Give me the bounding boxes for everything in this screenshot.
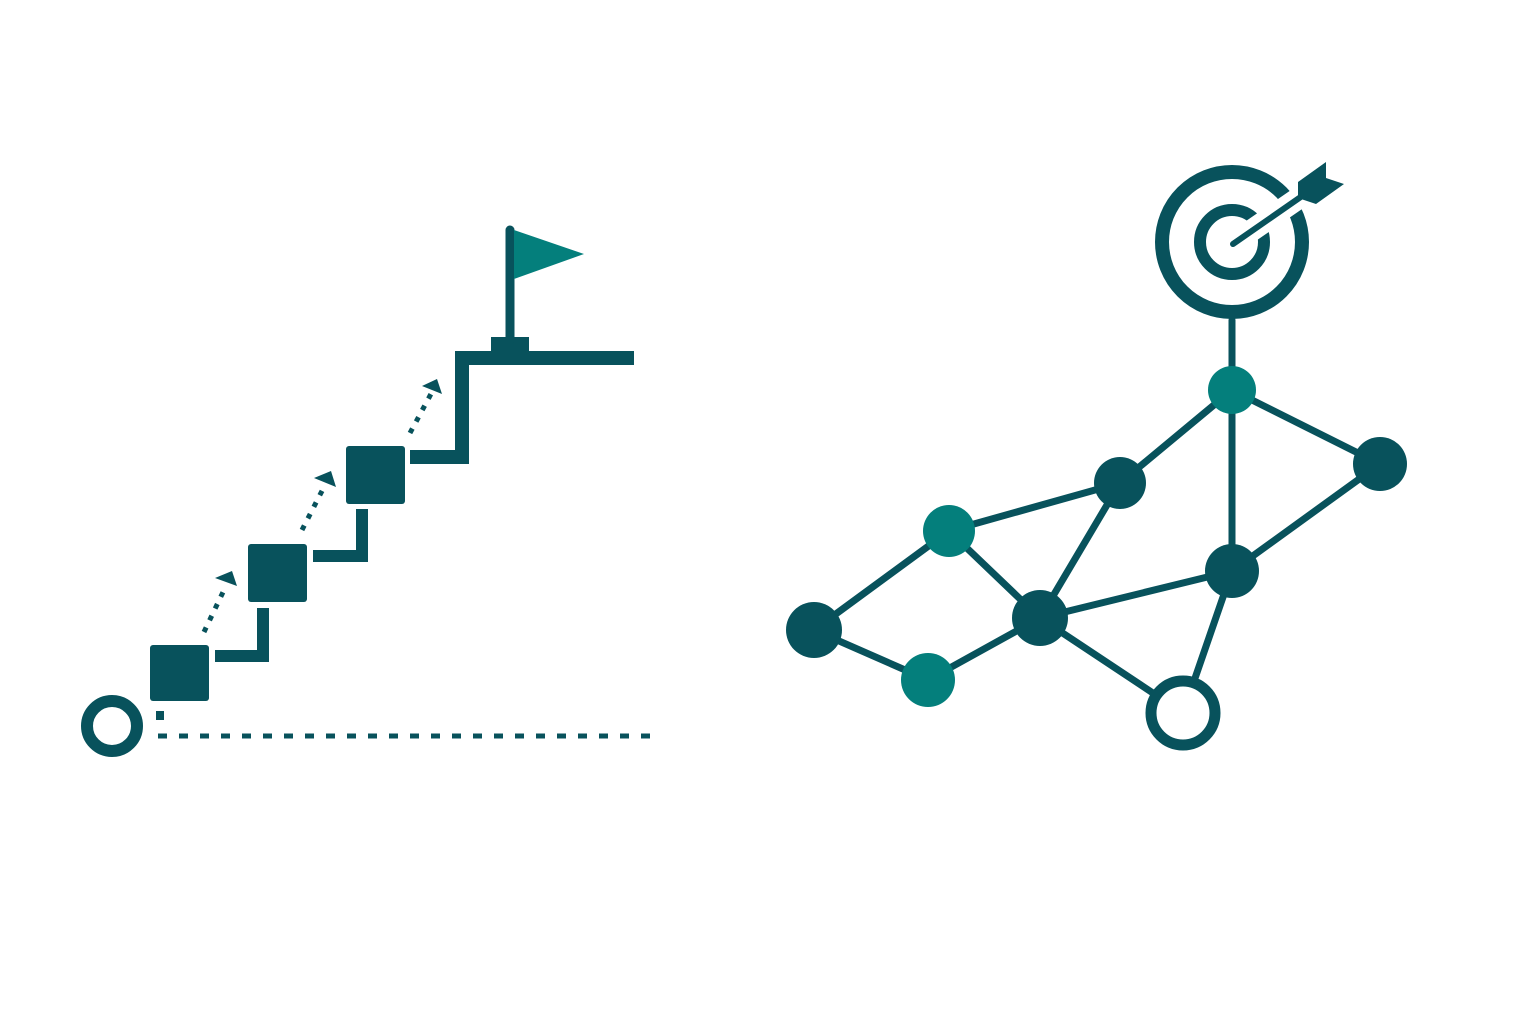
arrow-trail bbox=[201, 588, 227, 634]
arrow-head bbox=[314, 471, 336, 487]
progress-arrow-2 bbox=[299, 471, 336, 532]
step-block bbox=[346, 446, 405, 504]
edge bbox=[1036, 567, 1236, 622]
network-node bbox=[901, 653, 955, 707]
edge bbox=[1228, 386, 1384, 468]
network-node bbox=[923, 505, 975, 557]
step-connector bbox=[313, 509, 368, 562]
step-3 bbox=[346, 351, 634, 504]
step-connector bbox=[410, 351, 634, 464]
flag-pennant bbox=[514, 230, 584, 279]
network-node bbox=[1012, 590, 1068, 646]
arrow-head bbox=[215, 571, 237, 586]
step-1 bbox=[150, 608, 269, 701]
network-node bbox=[1353, 437, 1407, 491]
baseline-tick bbox=[156, 711, 164, 720]
progress-arrow-3 bbox=[407, 379, 442, 435]
network-node bbox=[1094, 457, 1146, 509]
edge bbox=[945, 479, 1124, 535]
target-outer-ring bbox=[1155, 165, 1309, 319]
arrow-head bbox=[422, 379, 442, 394]
network-node-hollow bbox=[1145, 675, 1221, 751]
progress-arrow-1 bbox=[201, 571, 237, 634]
step-block bbox=[248, 544, 307, 602]
step-connector bbox=[215, 608, 269, 662]
start-ring-icon bbox=[81, 695, 143, 757]
arrow-fletching bbox=[1298, 162, 1344, 204]
flag-icon bbox=[491, 225, 584, 351]
network-node bbox=[786, 602, 842, 658]
step-block bbox=[150, 645, 209, 701]
target-middle-ring bbox=[1194, 204, 1270, 280]
step-2 bbox=[248, 509, 368, 602]
staircase-diagram bbox=[81, 225, 655, 757]
network-node bbox=[1208, 366, 1256, 414]
network-node bbox=[1205, 544, 1259, 598]
edge bbox=[1228, 460, 1384, 575]
arrow-trail bbox=[299, 485, 327, 532]
network-nodes bbox=[786, 366, 1407, 751]
network-diagram bbox=[786, 162, 1407, 751]
network-edges bbox=[810, 316, 1384, 717]
bullseye-arrow-icon bbox=[1155, 162, 1344, 319]
arrow-trail bbox=[407, 390, 435, 435]
arrow-shaft bbox=[1230, 191, 1308, 247]
